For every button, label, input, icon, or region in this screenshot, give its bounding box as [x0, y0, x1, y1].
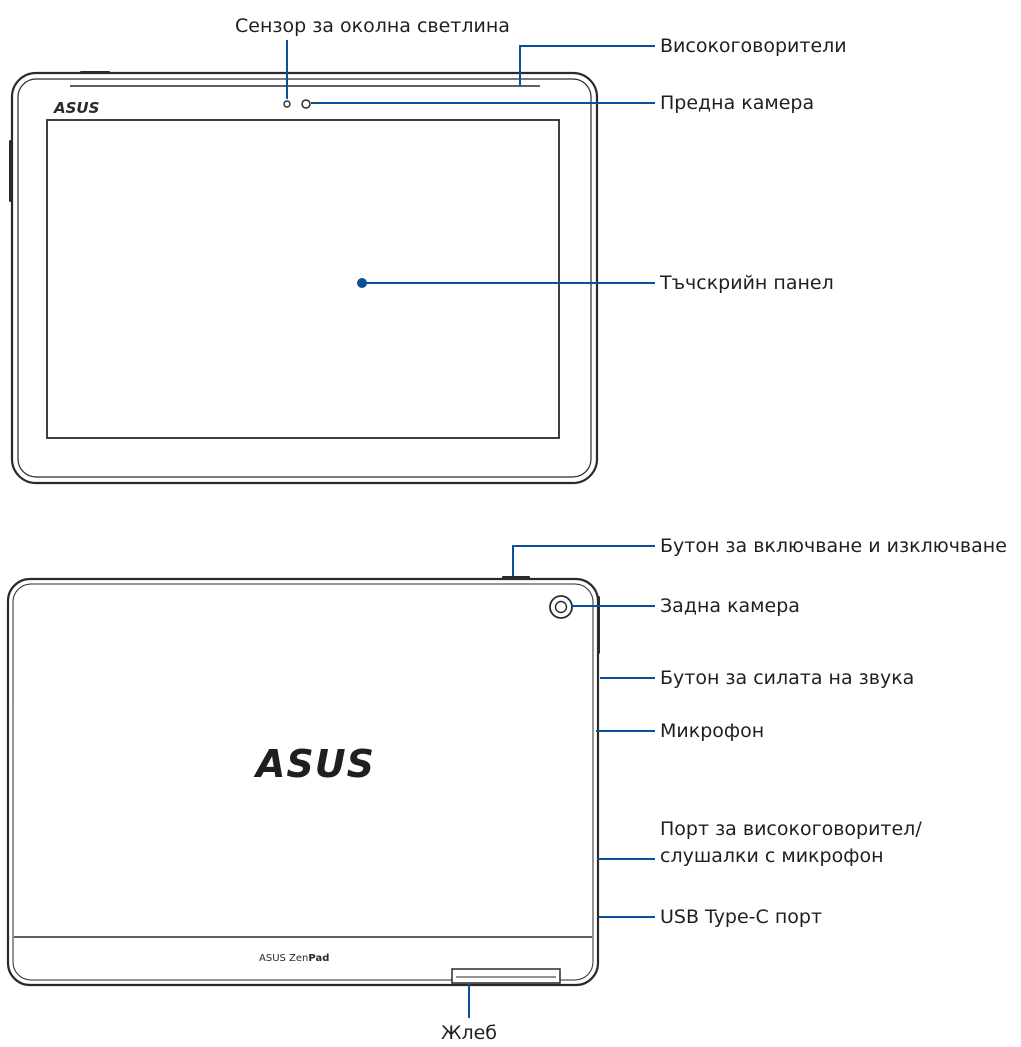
front-view: ASUS [9, 40, 655, 485]
speakers-callout-line [519, 45, 655, 85]
back-view: ASUS ASUS ZenPad [6, 545, 655, 1018]
label-ambient-light-sensor: Сензор за околна светлина [235, 15, 510, 37]
back-slot [451, 968, 561, 984]
touchscreen-callout-dot [357, 278, 367, 288]
label-audio-jack-line2: слушалки с микрофон [660, 845, 884, 867]
label-rear-camera: Задна камера [660, 595, 800, 617]
wordmark-zen: Zen [289, 953, 308, 964]
label-usb-port: USB Type-C порт [660, 906, 823, 928]
front-asus-logo: ASUS [53, 99, 99, 117]
label-front-camera: Предна камера [660, 92, 815, 114]
back-asus-logo: ASUS [253, 742, 375, 786]
label-speakers: Високоговорители [660, 35, 847, 57]
label-audio-jack-line1: Порт за високоговорител/ [660, 818, 922, 840]
power-button-callout-line [512, 545, 655, 576]
label-audio-jack: Порт за високоговорител/ слушалки с микр… [660, 816, 922, 870]
label-microphone: Микрофон [660, 720, 765, 742]
asus-zenpad-wordmark: ASUS ZenPad [259, 953, 329, 964]
ambient-light-sensor-icon [283, 100, 291, 108]
wordmark-brand: ASUS [259, 953, 286, 964]
back-tablet-body [6, 577, 600, 987]
label-volume-button: Бутон за силата на звука [660, 667, 915, 689]
touchscreen-panel [46, 119, 560, 439]
front-tablet-bezel [17, 78, 592, 478]
label-power-button: Бутон за включване и изключване [660, 535, 1007, 557]
back-tablet-inner-edge [12, 583, 594, 981]
label-touchscreen: Тъчскрийн панел [660, 272, 834, 294]
label-slot: Жлеб [440, 1022, 498, 1044]
rear-camera-lens-icon [554, 600, 568, 614]
wordmark-pad: Pad [308, 953, 329, 964]
front-camera-icon [301, 99, 311, 109]
